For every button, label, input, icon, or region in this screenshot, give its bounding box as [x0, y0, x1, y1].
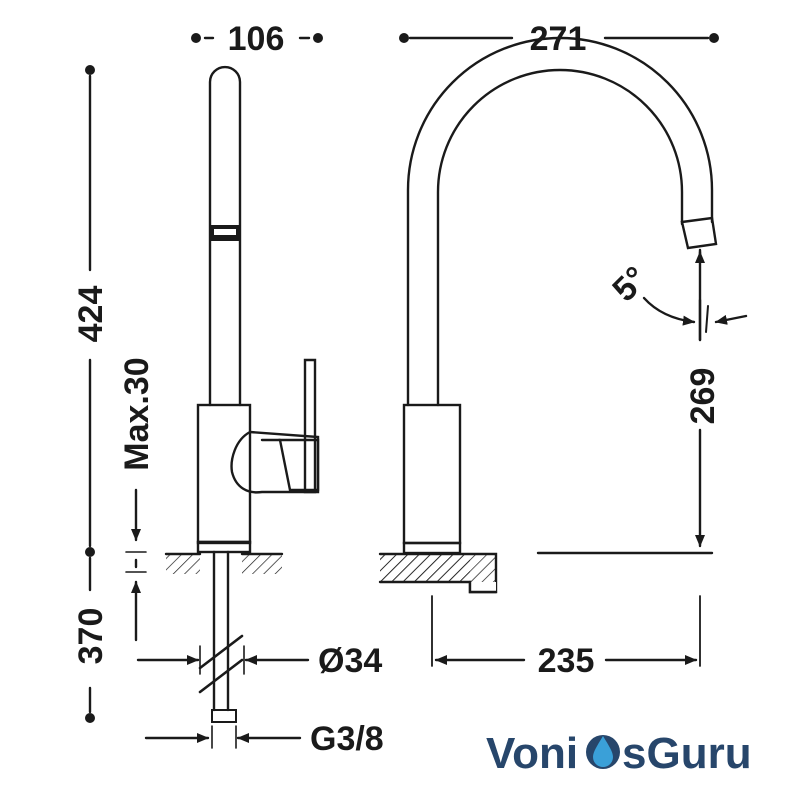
label-269: 269	[684, 368, 722, 425]
water-drop-icon	[586, 735, 620, 769]
dimension-line-max30	[125, 488, 147, 642]
label-370: 370	[72, 608, 110, 665]
dimension-line-o34	[136, 645, 310, 675]
dimension-line-424	[85, 65, 95, 557]
countertop-hatch-left-b	[242, 554, 282, 574]
label-235: 235	[538, 642, 595, 680]
label-g38: G3/8	[310, 720, 384, 758]
dimension-line-235	[431, 595, 701, 667]
label-106: 106	[228, 20, 285, 58]
dimension-line-g38	[144, 725, 302, 749]
label-424: 424	[72, 286, 110, 343]
dimension-line-370	[85, 556, 95, 723]
dimension-line-106	[191, 33, 323, 43]
label-max30: Max.30	[118, 357, 156, 470]
dimension-line-271	[399, 33, 719, 43]
faucet-side-view	[196, 65, 320, 723]
countertop-hatch-left-a	[166, 554, 200, 574]
voniosguru-logo: Voni sGuru	[486, 729, 752, 778]
angle-indicator-5deg	[642, 296, 748, 333]
countertop-right	[378, 551, 714, 594]
label-o34: Ø34	[318, 642, 382, 680]
logo-text-part2: sGuru	[622, 729, 752, 778]
logo-text-part1: Voni	[486, 729, 578, 778]
label-271: 271	[530, 20, 587, 58]
faucet-front-view	[402, 36, 718, 555]
